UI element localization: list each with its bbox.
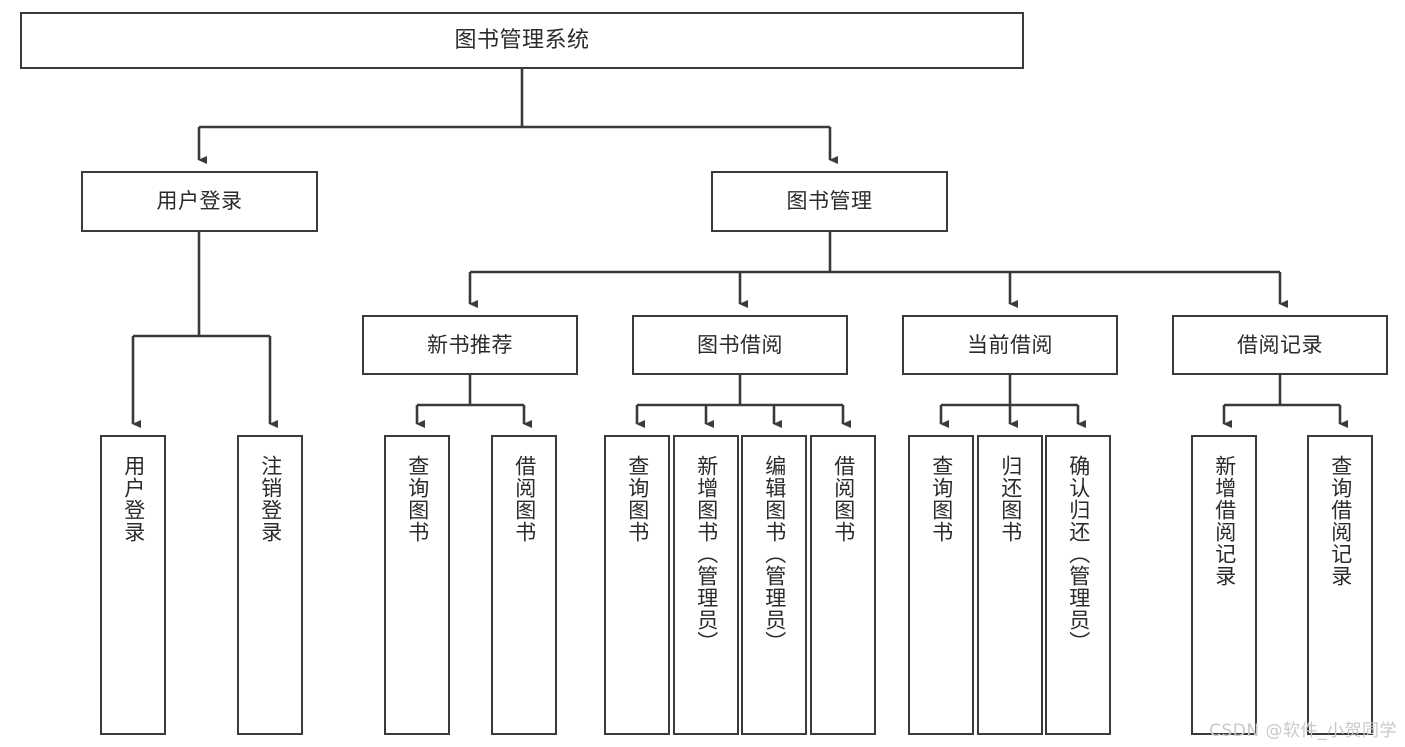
node-leaf-edit-book-admin[interactable]: 编辑图书（管理员） [741, 435, 807, 735]
node-label: 归还图书 [998, 455, 1023, 543]
node-label: 当前借阅 [967, 332, 1053, 357]
node-label: 编辑图书（管理员） [762, 455, 787, 653]
node-leaf-borrow-book[interactable]: 借阅图书 [810, 435, 876, 735]
node-label: 查询图书 [625, 455, 650, 543]
node-book-manage[interactable]: 图书管理 [711, 171, 948, 232]
csdn-watermark: CSDN @软件_小贺同学 [1209, 721, 1397, 741]
node-label: 查询图书 [405, 455, 430, 543]
node-current-borrow[interactable]: 当前借阅 [902, 315, 1118, 375]
node-label: 查询借阅记录 [1328, 455, 1353, 587]
node-label: 新书推荐 [427, 332, 513, 357]
node-leaf-logout-login[interactable]: 注销登录 [237, 435, 303, 735]
node-leaf-add-book-admin[interactable]: 新增图书（管理员） [673, 435, 739, 735]
node-user-login[interactable]: 用户登录 [81, 171, 318, 232]
node-leaf-user-login[interactable]: 用户登录 [100, 435, 166, 735]
node-label: 用户登录 [121, 455, 146, 543]
node-book-borrow[interactable]: 图书借阅 [632, 315, 848, 375]
node-label: 查询图书 [929, 455, 954, 543]
node-leaf-query-borrow-record[interactable]: 查询借阅记录 [1307, 435, 1373, 735]
node-label: 确认归还（管理员） [1066, 455, 1091, 653]
node-label: 新增借阅记录 [1212, 455, 1237, 587]
node-label: 借阅图书 [831, 455, 856, 543]
node-leaf-query-book-borrow[interactable]: 查询图书 [604, 435, 670, 735]
node-new-book-recommend[interactable]: 新书推荐 [362, 315, 578, 375]
node-label: 图书借阅 [697, 332, 783, 357]
node-leaf-confirm-return-admin[interactable]: 确认归还（管理员） [1045, 435, 1111, 735]
node-leaf-add-borrow-record[interactable]: 新增借阅记录 [1191, 435, 1257, 735]
node-label: 用户登录 [156, 189, 243, 214]
node-leaf-return-book[interactable]: 归还图书 [977, 435, 1043, 735]
node-label: 图书管理 [786, 189, 873, 214]
node-label: 借阅图书 [512, 455, 537, 543]
node-leaf-borrow-book-recommend[interactable]: 借阅图书 [491, 435, 557, 735]
node-label: 图书管理系统 [454, 27, 590, 53]
node-label: 新增图书（管理员） [694, 455, 719, 653]
node-book-management-system[interactable]: 图书管理系统 [20, 12, 1024, 69]
node-label: 注销登录 [258, 455, 283, 543]
node-leaf-query-book-current[interactable]: 查询图书 [908, 435, 974, 735]
node-label: 借阅记录 [1237, 332, 1323, 357]
node-borrow-record[interactable]: 借阅记录 [1172, 315, 1388, 375]
node-leaf-query-book-recommend[interactable]: 查询图书 [384, 435, 450, 735]
